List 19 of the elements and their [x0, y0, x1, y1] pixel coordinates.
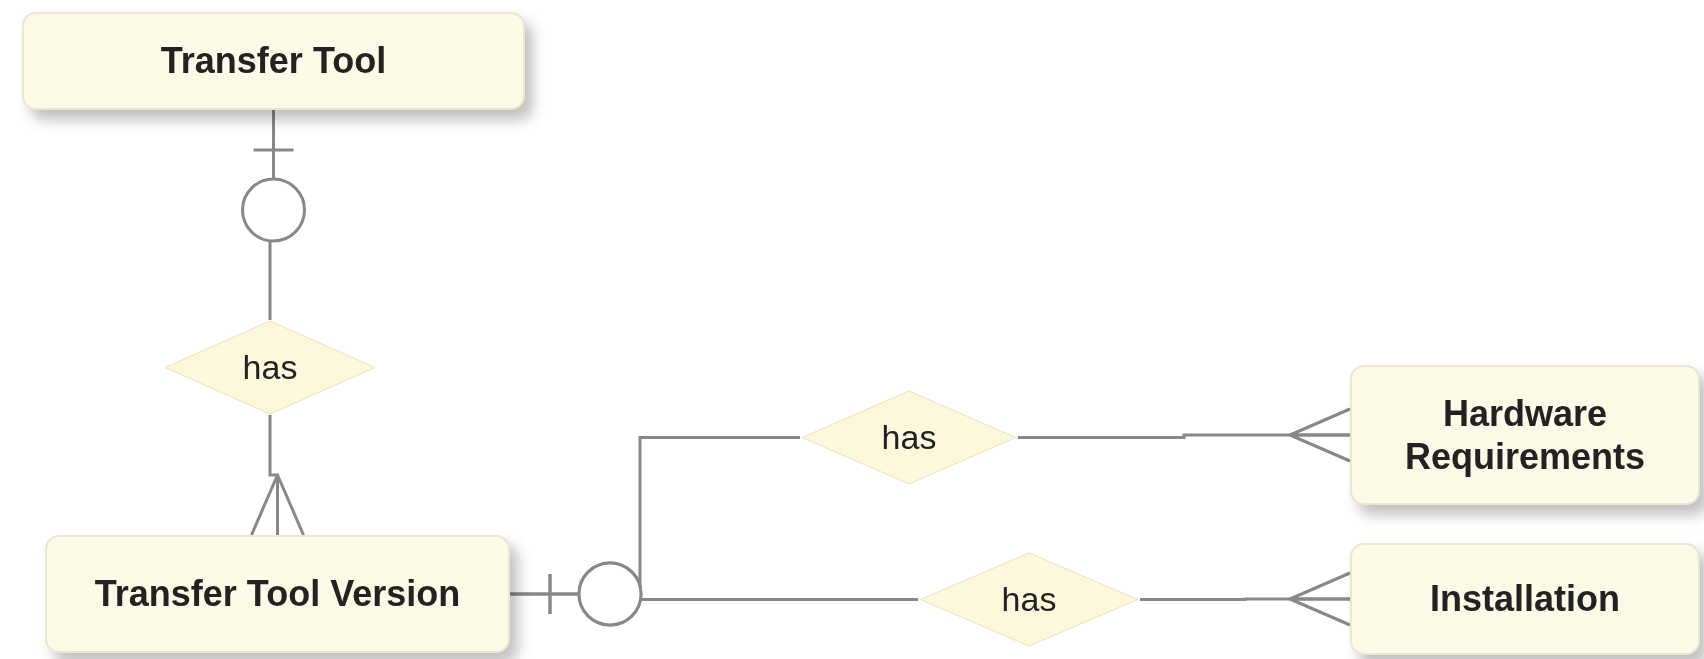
- entity-box: [1350, 543, 1700, 655]
- relationship-label: has: [881, 418, 937, 457]
- entity-box: [1350, 365, 1700, 505]
- entity-label: Transfer Tool Version: [93, 572, 462, 616]
- connector-line: [510, 561, 918, 627]
- entity-label: Hardware Requirements: [1403, 391, 1647, 479]
- entity-box: [45, 535, 510, 653]
- entity-label: Transfer Tool: [159, 39, 388, 83]
- entity-box: [22, 12, 525, 110]
- relationship-diamond: [918, 552, 1140, 647]
- entity-label: Installation: [1429, 577, 1621, 621]
- connector-line: [241, 110, 306, 320]
- relationship-label: has: [1001, 580, 1057, 619]
- relationship-diamond: [163, 320, 377, 415]
- relationship-diamond: [800, 390, 1018, 485]
- connector-line: [1018, 407, 1352, 463]
- relationship-label: has: [242, 348, 298, 387]
- connector-line: [250, 415, 305, 537]
- connector-line: [1140, 571, 1352, 627]
